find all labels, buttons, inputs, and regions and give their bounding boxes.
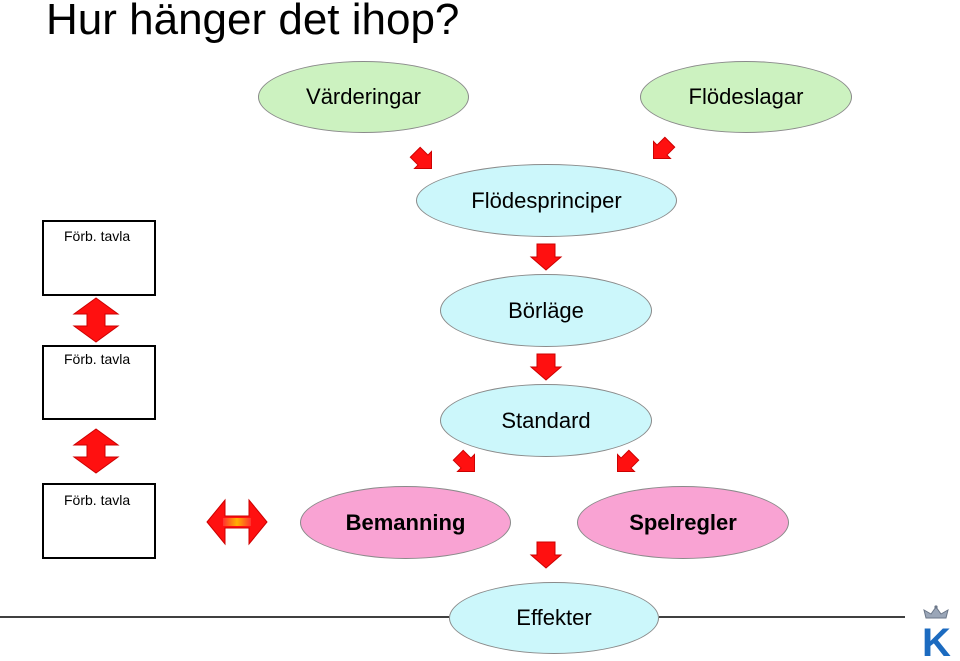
forb-tavla-box-1	[42, 220, 156, 296]
forb-tavla-label-1: Förb. tavla	[64, 228, 131, 244]
forb-tavla-box-3	[42, 483, 156, 559]
node-bemanning: Bemanning	[300, 486, 511, 559]
node-flodeslagar: Flödeslagar	[640, 61, 852, 133]
node-borlage: Börläge	[440, 274, 652, 347]
node-spelregler: Spelregler	[577, 486, 789, 559]
double-arrow-vertical-icon	[72, 428, 120, 474]
logo-letter: K	[922, 621, 951, 660]
forb-tavla-label-2: Förb. tavla	[64, 351, 131, 367]
double-arrow-vertical-icon	[72, 297, 120, 343]
arrow-down-left-icon	[653, 136, 676, 159]
arrow-down-icon	[529, 541, 563, 569]
page-title: Hur hänger det ihop?	[46, 0, 460, 44]
arrow-down-icon	[529, 243, 563, 271]
forb-tavla-box-2	[42, 345, 156, 420]
node-standard: Standard	[440, 384, 652, 457]
node-varderingar: Värderingar	[258, 61, 469, 133]
forb-tavla-label-3: Förb. tavla	[64, 492, 131, 508]
logo: K	[922, 605, 951, 660]
crown-icon	[923, 605, 949, 619]
double-arrow-horizontal-icon	[206, 498, 268, 546]
arrow-down-icon	[529, 353, 563, 381]
arrow-down-left-icon	[452, 449, 475, 472]
node-effekter: Effekter	[449, 582, 659, 654]
arrow-down-right-icon	[409, 146, 432, 169]
node-flodesprinciper: Flödesprinciper	[416, 164, 677, 237]
arrow-down-right-icon	[617, 449, 640, 472]
